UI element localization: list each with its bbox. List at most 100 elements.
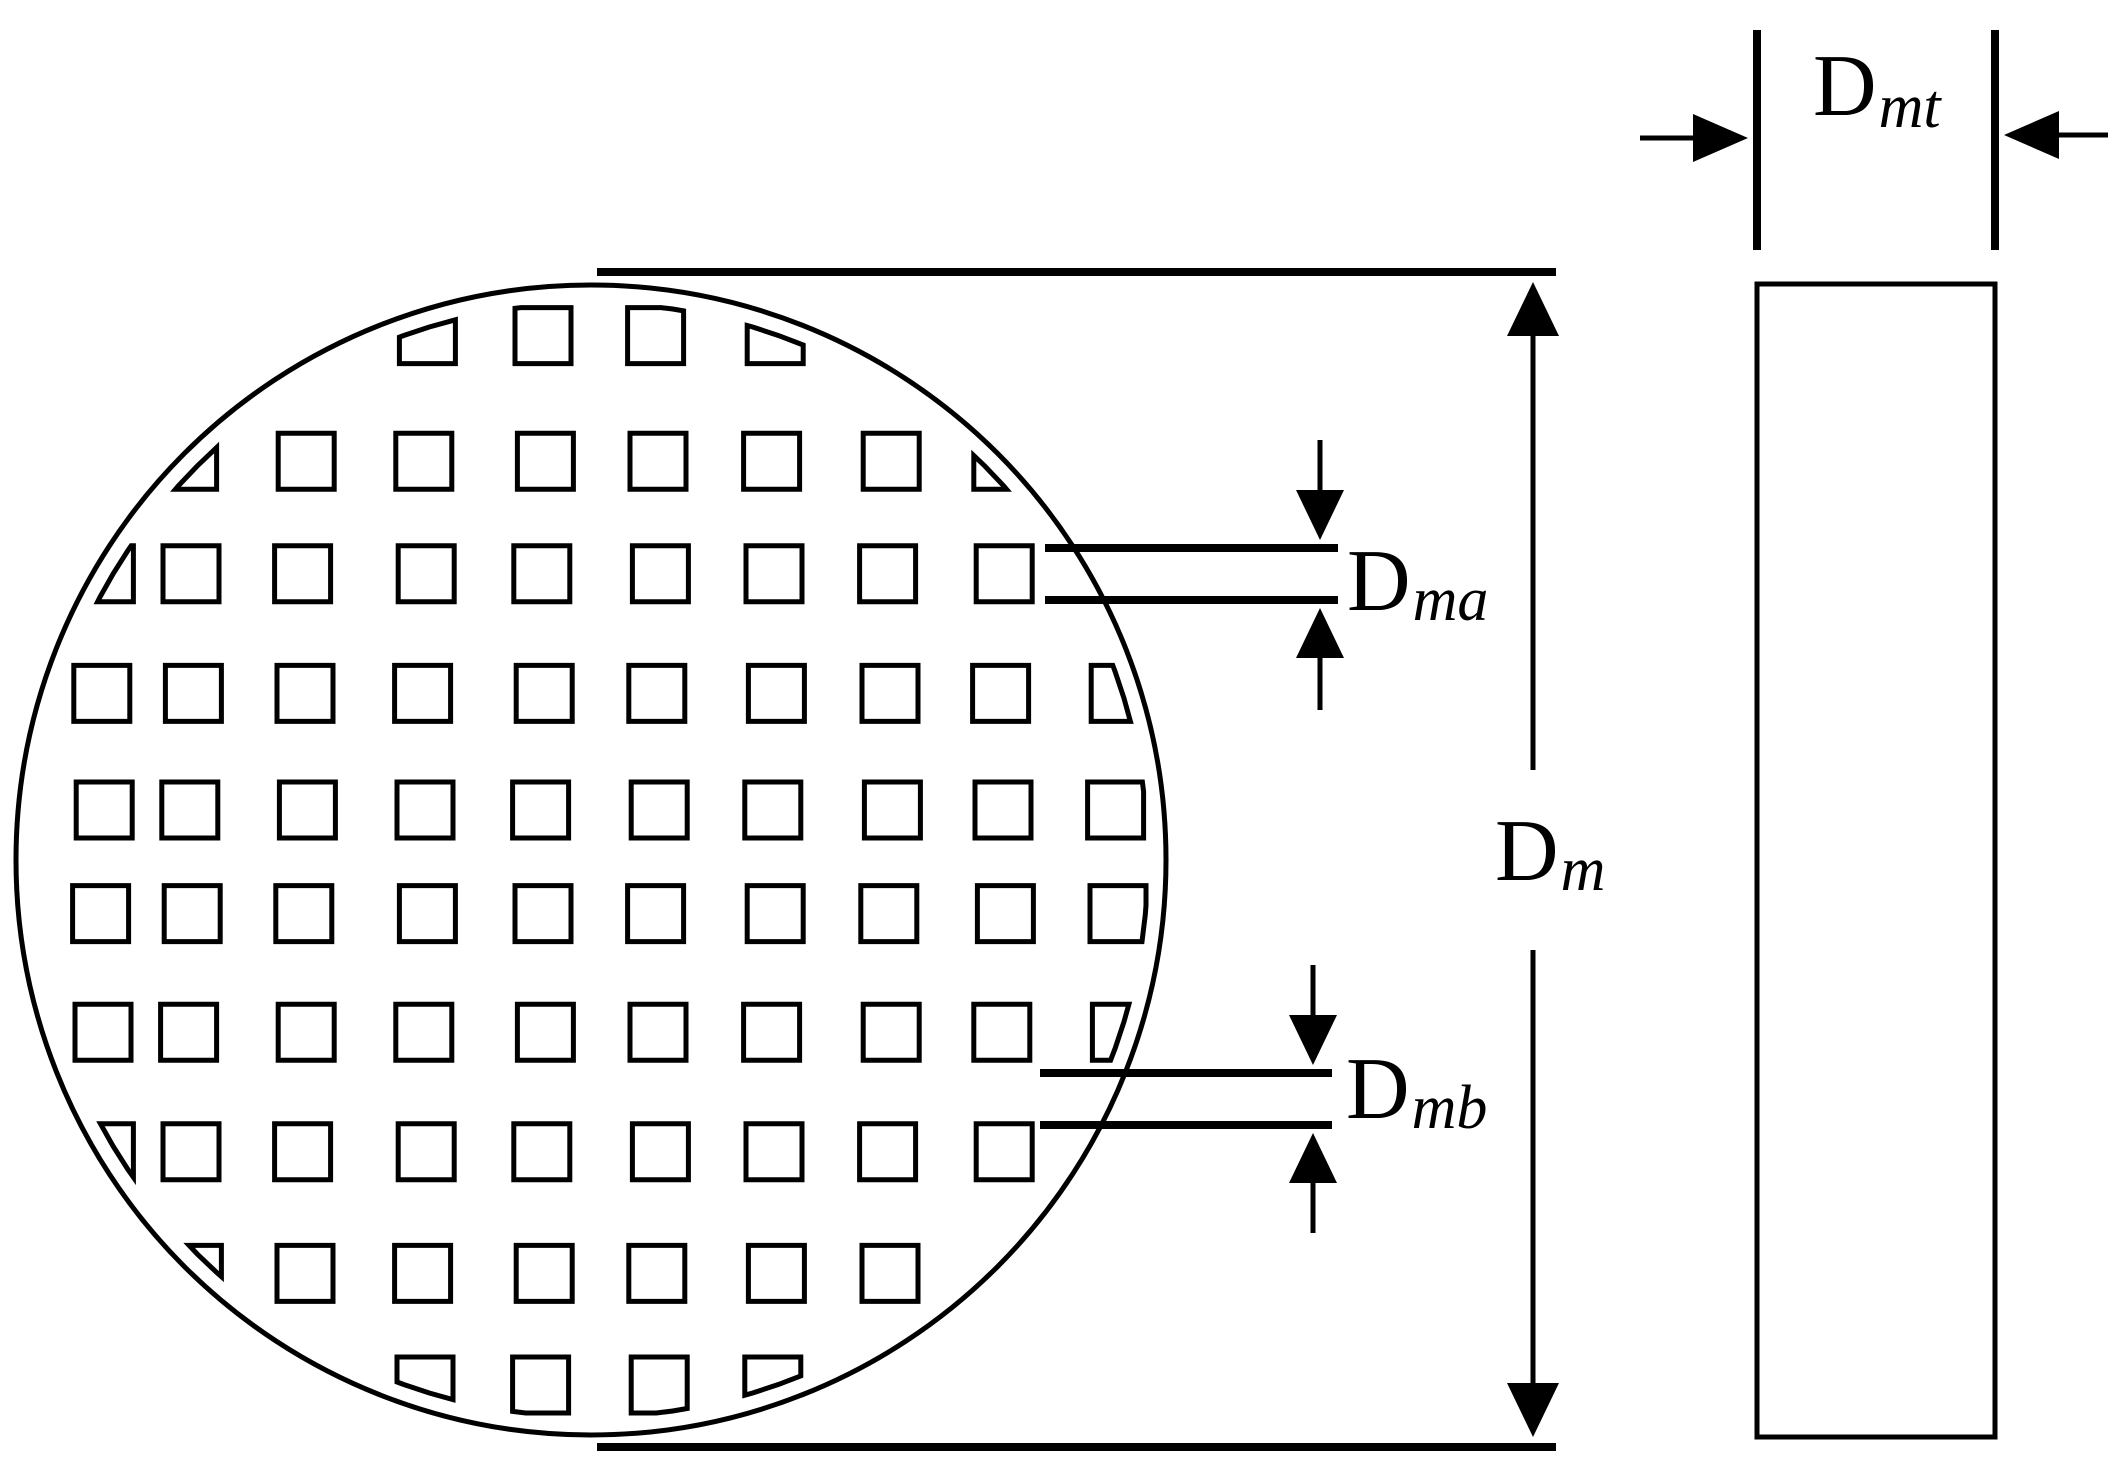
mesh-hole — [275, 1001, 337, 1063]
mesh-hole — [395, 1121, 457, 1183]
mesh-hole — [70, 883, 132, 945]
dmb-bottom-arrowhead — [1289, 1133, 1337, 1183]
dm-label: Dm — [1495, 803, 1605, 904]
mesh-hole — [745, 1242, 807, 1304]
dma-label: Dma — [1347, 533, 1488, 634]
mesh-hole-partial — [1085, 779, 1147, 841]
mesh-hole — [857, 543, 919, 605]
mesh-hole — [514, 1001, 576, 1063]
dmt-label-subscript: mt — [1879, 73, 1943, 141]
mesh-hole-partial — [971, 449, 1012, 492]
mesh-hole — [860, 430, 922, 492]
mesh-hole — [511, 1121, 573, 1183]
mesh-hole — [512, 883, 574, 945]
mesh-hole — [625, 883, 687, 945]
mesh-hole — [627, 430, 689, 492]
mesh-hole — [273, 883, 335, 945]
mesh-hole — [513, 1242, 575, 1304]
mesh-hole — [395, 543, 457, 605]
mesh-hole-partial — [183, 1242, 224, 1283]
mesh-hole-partial — [93, 543, 136, 605]
dmb-top-arrowhead — [1289, 1015, 1337, 1065]
mesh-hole — [858, 883, 920, 945]
mesh-hole — [392, 662, 454, 724]
mesh-hole-partial — [510, 1354, 572, 1416]
mesh-hole — [743, 1121, 805, 1183]
mesh-hole-partial — [625, 305, 687, 367]
mesh-hole-partial — [396, 316, 458, 367]
mesh-hole — [974, 883, 1036, 945]
mesh-hole — [857, 1121, 919, 1183]
mesh-hole — [393, 1001, 455, 1063]
mesh-hole — [745, 662, 807, 724]
mesh-hole — [510, 779, 572, 841]
mesh-hole-partial — [512, 305, 574, 367]
mesh-hole — [626, 662, 688, 724]
mesh-hole-partial — [1088, 662, 1134, 724]
dma-top-arrowhead — [1296, 490, 1344, 540]
mesh-hole — [162, 662, 224, 724]
mesh-hole — [396, 883, 458, 945]
mesh-hole-partial — [170, 441, 220, 492]
dmt-label-main: D — [1813, 38, 1877, 135]
mesh-hole — [629, 1121, 691, 1183]
mesh-hole — [742, 779, 804, 841]
dm-top-arrowhead — [1507, 282, 1559, 336]
mesh-hole — [160, 1121, 222, 1183]
mesh-hole — [71, 662, 133, 724]
dma-label-subscript: ma — [1413, 566, 1489, 634]
mesh-hole — [158, 1001, 220, 1063]
mesh-hole — [860, 1001, 922, 1063]
dmt-left-arrowhead — [1693, 114, 1748, 162]
dmt-right-arrowhead — [2004, 111, 2059, 159]
mesh-hole — [272, 543, 334, 605]
mesh-hole — [973, 1121, 1035, 1183]
mesh-hole — [741, 1001, 803, 1063]
mesh-hole — [274, 1242, 336, 1304]
dma-label-main: D — [1347, 533, 1411, 630]
mesh-hole — [743, 543, 805, 605]
mesh-hole — [859, 1242, 921, 1304]
mesh-hole — [861, 779, 923, 841]
mesh-hole-partial — [742, 1354, 804, 1399]
mesh-hole — [392, 1242, 454, 1304]
mesh-hole — [160, 543, 222, 605]
mesh-hole — [275, 430, 337, 492]
mesh-hole — [393, 430, 455, 492]
mesh-hole — [859, 662, 921, 724]
mesh-hole — [511, 543, 573, 605]
mesh-hole — [514, 430, 576, 492]
mesh-hole — [276, 779, 338, 841]
mesh-hole-partial — [96, 1121, 136, 1186]
dm-label-main: D — [1495, 803, 1559, 900]
mesh-hole — [970, 662, 1032, 724]
mesh-hole — [628, 779, 690, 841]
dm-bottom-arrowhead — [1507, 1383, 1559, 1437]
mesh-hole-partial — [394, 1354, 456, 1403]
mesh-hole — [394, 779, 456, 841]
mesh-hole — [629, 543, 691, 605]
mesh-hole — [973, 543, 1035, 605]
mesh-hole — [627, 1001, 689, 1063]
dmb-label-subscript: mb — [1412, 1074, 1488, 1142]
mesh-hole-partial — [628, 1354, 690, 1416]
dmb-label-main: D — [1346, 1041, 1410, 1138]
dma-bottom-arrowhead — [1296, 608, 1344, 658]
dm-label-subscript: m — [1561, 836, 1606, 904]
mesh-hole — [741, 430, 803, 492]
mesh-hole — [159, 779, 221, 841]
mesh-hole-partial — [1089, 1001, 1133, 1063]
mesh-hole — [744, 883, 806, 945]
mesh-hole — [513, 662, 575, 724]
mesh-hole — [274, 662, 336, 724]
mesh-holes — [70, 305, 1149, 1416]
mesh-hole — [72, 1001, 134, 1063]
mesh-hole-partial — [1087, 883, 1149, 945]
mesh-hole-partial — [744, 322, 806, 367]
dmt-label: Dmt — [1813, 38, 1942, 141]
mesh-hole — [971, 1001, 1033, 1063]
mesh-hole — [73, 779, 135, 841]
mesh-disk-outline — [13, 282, 1169, 1438]
mesh-hole — [272, 1121, 334, 1183]
mesh-hole — [972, 779, 1034, 841]
